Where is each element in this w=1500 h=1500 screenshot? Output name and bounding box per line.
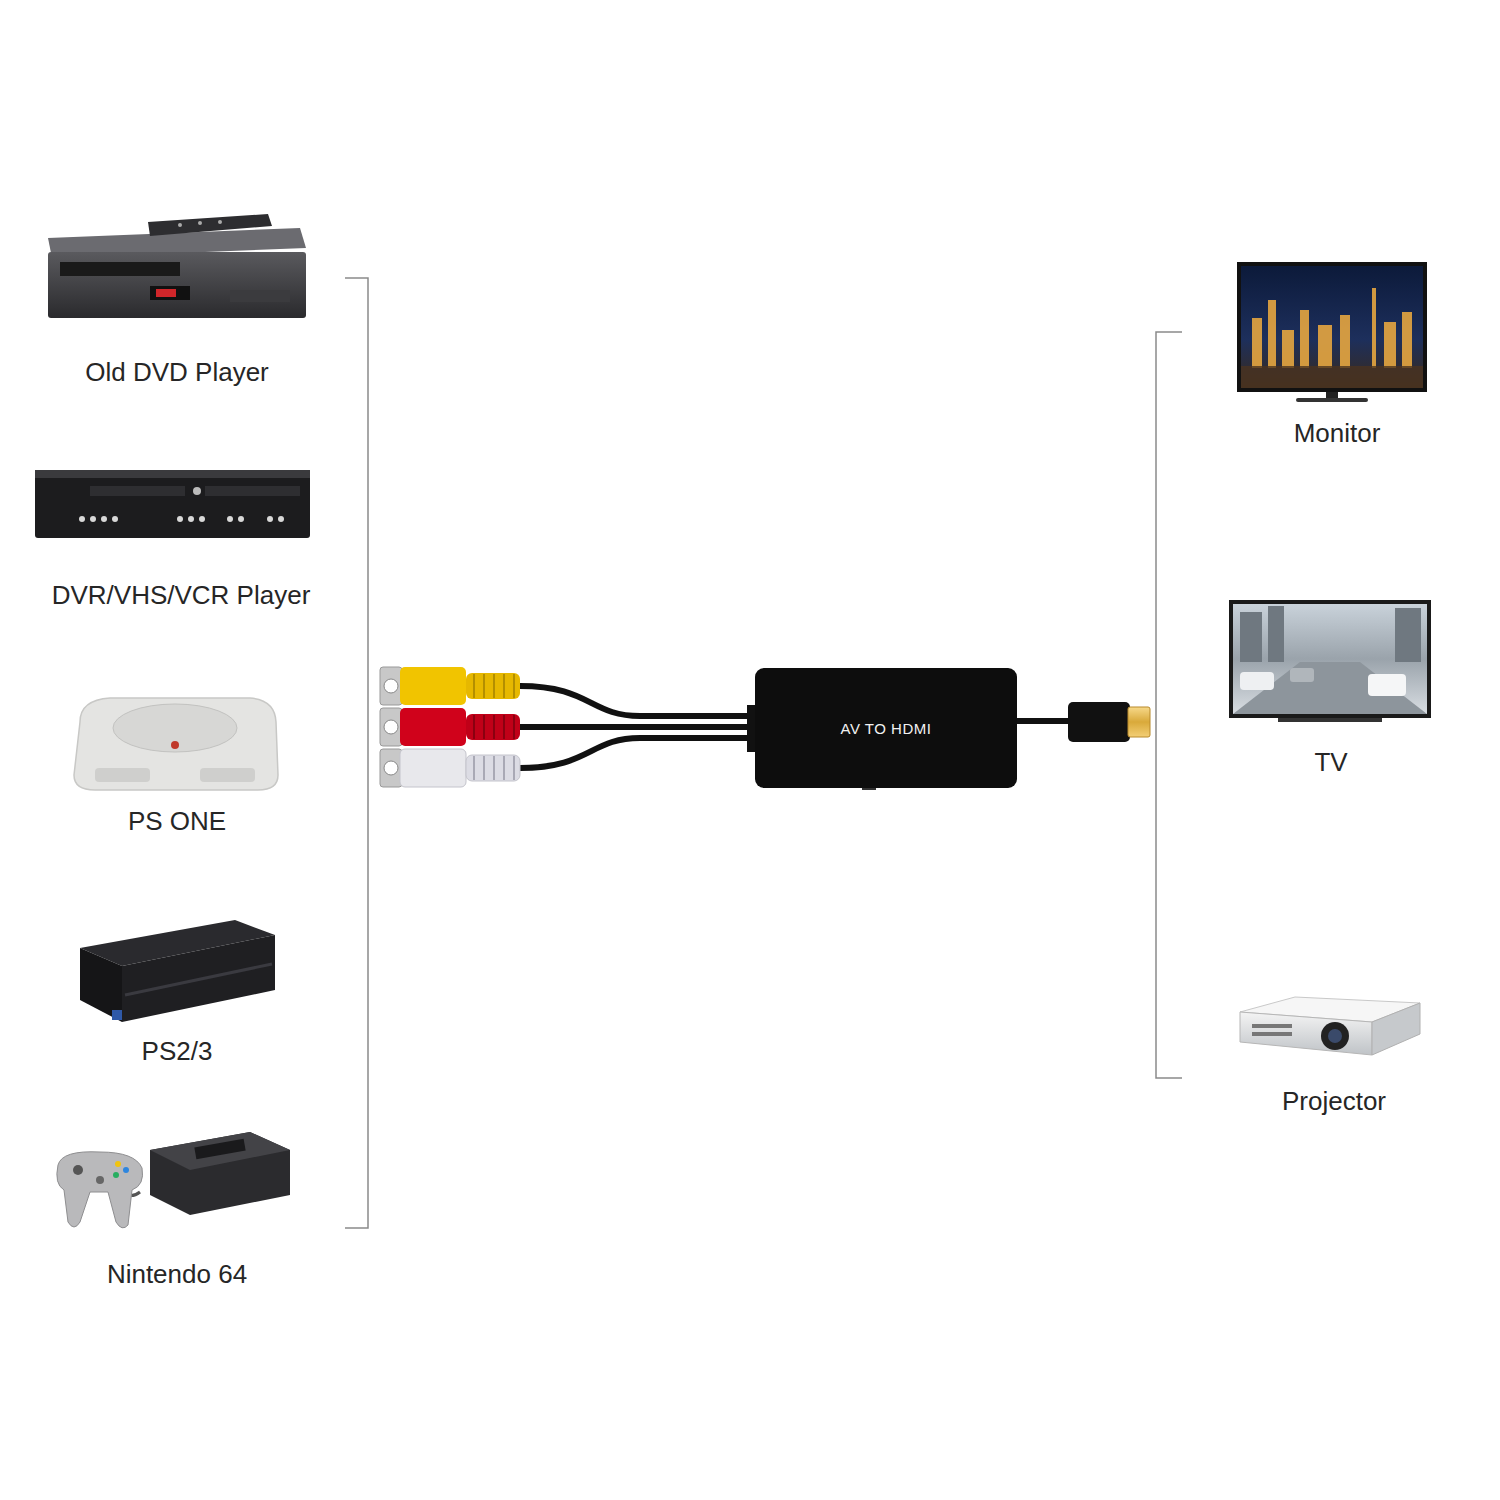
- plug-body: [400, 708, 466, 746]
- n64-picture: [57, 1132, 290, 1228]
- monitor-screen: [1241, 266, 1423, 388]
- plug-grip: [466, 673, 520, 699]
- n64-controller: [57, 1152, 143, 1228]
- device-name: Projector: [1282, 1086, 1386, 1116]
- tv-road: [1233, 662, 1427, 714]
- device-name: TV: [1314, 747, 1347, 777]
- monitor-stand: [1296, 398, 1368, 402]
- combo-buttons: [79, 516, 284, 522]
- tv-car: [1290, 668, 1314, 682]
- plug-hole: [384, 761, 398, 775]
- vcr-body: [48, 252, 306, 318]
- vcr-slot: [60, 262, 180, 276]
- tv-buildings: [1240, 606, 1421, 662]
- combo-top: [35, 470, 310, 478]
- ps-one-lid: [113, 704, 237, 752]
- plug-ring: [380, 749, 402, 787]
- vcr-digits: [156, 289, 176, 297]
- projector-vent: [1252, 1024, 1292, 1028]
- device-name: Nintendo 64: [107, 1259, 247, 1289]
- tv-car: [1368, 674, 1406, 696]
- combo-slot: [90, 486, 185, 496]
- ps-one-body: [74, 698, 278, 790]
- projector-picture: [1240, 997, 1420, 1055]
- n64-top: [150, 1132, 290, 1170]
- tv-bezel: [1229, 600, 1431, 718]
- remote-button: [198, 221, 202, 225]
- hdmi-body: [1068, 702, 1130, 742]
- plug-grip: [466, 755, 520, 781]
- controller-button: [115, 1161, 121, 1167]
- remote-button: [178, 223, 182, 227]
- right-bracket: [1156, 332, 1182, 1078]
- rca-red: [380, 708, 520, 746]
- converter-box: AV TO HDMI: [755, 668, 1017, 788]
- controller-dpad: [73, 1165, 83, 1175]
- cable: [520, 738, 755, 768]
- projector-side: [1372, 1003, 1420, 1055]
- plug-body: [400, 667, 466, 705]
- monitor-bezel: [1237, 262, 1427, 392]
- combo-body: [35, 470, 310, 538]
- tv-picture: [1229, 600, 1431, 722]
- device-name: DVR/VHS/VCR Player: [52, 580, 311, 610]
- vcr-display: [150, 286, 190, 300]
- plug-ring: [380, 708, 402, 746]
- ps2-side: [80, 948, 122, 1022]
- tv-screen: [1233, 604, 1427, 714]
- combo-led: [193, 487, 201, 495]
- tv-stand: [1278, 718, 1382, 722]
- device-name: PS ONE: [128, 806, 226, 836]
- tv-car: [1240, 672, 1274, 690]
- rca-white: [380, 749, 520, 787]
- device-label: AV TO HDMI: [841, 720, 932, 737]
- device-name: Monitor: [1294, 418, 1381, 448]
- cable: [520, 686, 755, 716]
- combo-slot: [205, 486, 300, 496]
- projector-glass: [1328, 1029, 1342, 1043]
- vcr-picture: [48, 214, 306, 318]
- monitor-picture: [1237, 262, 1427, 402]
- vcr-buttons: [230, 290, 290, 302]
- plug-ring: [380, 667, 402, 705]
- plug-hole: [384, 679, 398, 693]
- monitor-neck: [1326, 392, 1338, 399]
- ps-one-port: [200, 768, 255, 782]
- ps-one-port: [95, 768, 150, 782]
- projector-front: [1240, 1012, 1372, 1055]
- plug-hole: [384, 720, 398, 734]
- city-water: [1241, 366, 1423, 388]
- projector-lens: [1321, 1022, 1349, 1050]
- plug-grip: [466, 714, 520, 740]
- plug-body: [400, 749, 466, 787]
- device-name: PS2/3: [142, 1036, 213, 1066]
- cable: [1015, 718, 1072, 724]
- rca-cables: [520, 686, 755, 768]
- n64-slot: [194, 1139, 245, 1160]
- remote: [148, 214, 272, 236]
- ps-one-picture: [74, 698, 278, 790]
- hdmi-tip: [1128, 707, 1150, 737]
- projector-vent: [1252, 1032, 1292, 1036]
- controller-button: [123, 1167, 129, 1173]
- left-bracket: [345, 278, 368, 1228]
- ps-one-button: [171, 741, 179, 749]
- hdmi-plug: [1015, 702, 1150, 742]
- device-name: Old DVD Player: [85, 357, 269, 387]
- ps2-groove: [125, 964, 272, 995]
- city-lights: [1252, 288, 1412, 368]
- ps2-picture: [80, 920, 275, 1022]
- ps2-logo: [112, 1010, 122, 1020]
- controller-button: [113, 1172, 119, 1178]
- rca-yellow: [380, 667, 520, 705]
- controller-stick: [96, 1176, 104, 1184]
- remote-button: [218, 220, 222, 224]
- n64-console: [150, 1132, 290, 1215]
- ps2-front: [122, 935, 275, 1022]
- combo-picture: [35, 470, 310, 538]
- cable: [520, 724, 755, 730]
